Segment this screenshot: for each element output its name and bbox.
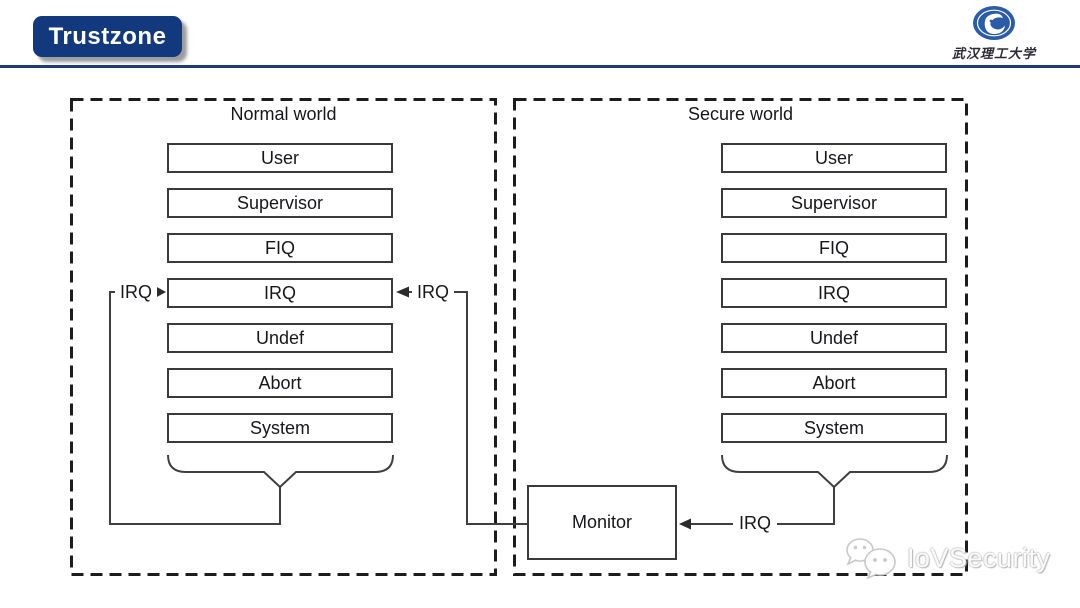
normal-world-title: Normal world	[230, 104, 337, 124]
secure-to-monitor-arrowhead	[679, 518, 691, 530]
secure-mode-supervisor: Supervisor	[721, 188, 947, 218]
monitor-to-normal-arrowhead	[396, 286, 409, 298]
secure-mode-abort: Abort	[721, 368, 947, 398]
normal-mode-irq: IRQ	[167, 278, 393, 308]
wechat-icon	[846, 538, 896, 580]
secure-mode-irq: IRQ	[721, 278, 947, 308]
normal-mode-abort: Abort	[167, 368, 393, 398]
watermark-text: IoVSecurity	[907, 542, 1051, 573]
secure-mode-fiq: FIQ	[721, 233, 947, 263]
secure-world-title: Secure world	[687, 104, 794, 124]
irq-label-monitor-to-normal: IRQ	[412, 282, 454, 303]
university-name: 武汉理工大学	[951, 46, 1036, 61]
normal-mode-supervisor: Supervisor	[167, 188, 393, 218]
university-logo: 武汉理工大学	[936, 4, 1052, 62]
watermark: IoVSecurity	[840, 534, 1051, 582]
secure-mode-undef: Undef	[721, 323, 947, 353]
header-divider	[0, 65, 1080, 68]
secure-mode-user: User	[721, 143, 947, 173]
slide-title-badge: Trustzone	[33, 16, 182, 57]
normal-world-brace	[167, 454, 394, 489]
normal-mode-user: User	[167, 143, 393, 173]
normal-mode-system: System	[167, 413, 393, 443]
secure-world-brace	[721, 454, 948, 489]
monitor-to-normal-line	[409, 291, 527, 525]
irq-label-normal-loop: IRQ	[115, 282, 157, 303]
normal-mode-undef: Undef	[167, 323, 393, 353]
university-emblem-icon	[973, 6, 1015, 40]
slide-title: Trustzone	[48, 22, 167, 50]
monitor-box: Monitor	[527, 485, 677, 560]
secure-mode-system: System	[721, 413, 947, 443]
normal-mode-fiq: FIQ	[167, 233, 393, 263]
irq-label-secure-to-monitor: IRQ	[733, 513, 777, 534]
